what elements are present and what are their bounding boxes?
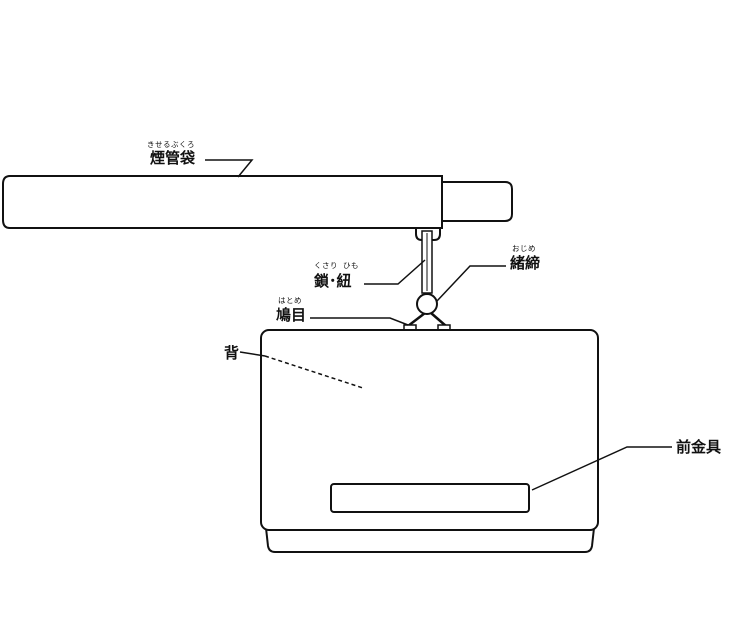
hatome-ruby: はとめ <box>278 296 302 305</box>
front-clasp <box>330 483 530 513</box>
pipe-case-cap <box>441 181 513 222</box>
se-label: 背 <box>224 344 240 362</box>
cord-right <box>430 312 447 327</box>
himo-ruby: ひも <box>343 261 359 270</box>
pipe-case-body <box>1 175 443 229</box>
pouch-base <box>264 527 596 553</box>
leader-mae-kanagu <box>531 446 672 491</box>
ojime-bead <box>416 293 438 315</box>
leader-kiseru-bukuro <box>205 159 254 178</box>
cord-left <box>407 312 426 327</box>
leader-se-dashed <box>264 355 364 389</box>
kusari-ruby: くさり <box>314 261 338 270</box>
ojime-label: 緒締 <box>510 254 541 272</box>
kiseru-bukuro-ruby: きせるぶくろ <box>147 140 195 149</box>
ojime-ruby: おじめ <box>512 244 536 253</box>
leader-ojime <box>436 265 506 302</box>
mae-kanagu-label: 前金具 <box>676 438 722 456</box>
pouch-body <box>260 329 599 531</box>
kusari-himo-label: 鎖･紐 <box>314 272 352 290</box>
kiseru-bukuro-label: 煙管袋 <box>150 149 196 167</box>
leader-kusari-himo <box>364 259 426 285</box>
leader-hatome <box>310 317 409 326</box>
hatome-label: 鳩目 <box>276 306 307 324</box>
leader-se-solid <box>239 351 266 357</box>
